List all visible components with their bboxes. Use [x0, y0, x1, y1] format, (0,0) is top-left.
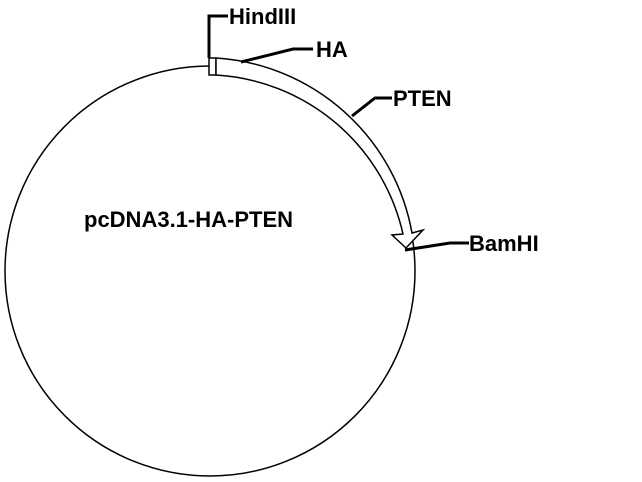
ha-label: HA: [316, 37, 348, 62]
bamhi-leader-line: [404, 241, 469, 252]
plasmid-name: pcDNA3.1-HA-PTEN: [84, 207, 293, 232]
pten-leader-line: [351, 96, 392, 118]
bamhi-label: BamHI: [469, 231, 539, 256]
hindiii-leader-line: [207, 14, 228, 58]
pten-label: PTEN: [393, 86, 452, 111]
ha-tag-segment: [208, 57, 217, 76]
hindiii-label: HindIII: [229, 4, 296, 29]
ha-leader-line: [240, 47, 313, 64]
pten-insert-arrow: [215, 57, 426, 250]
